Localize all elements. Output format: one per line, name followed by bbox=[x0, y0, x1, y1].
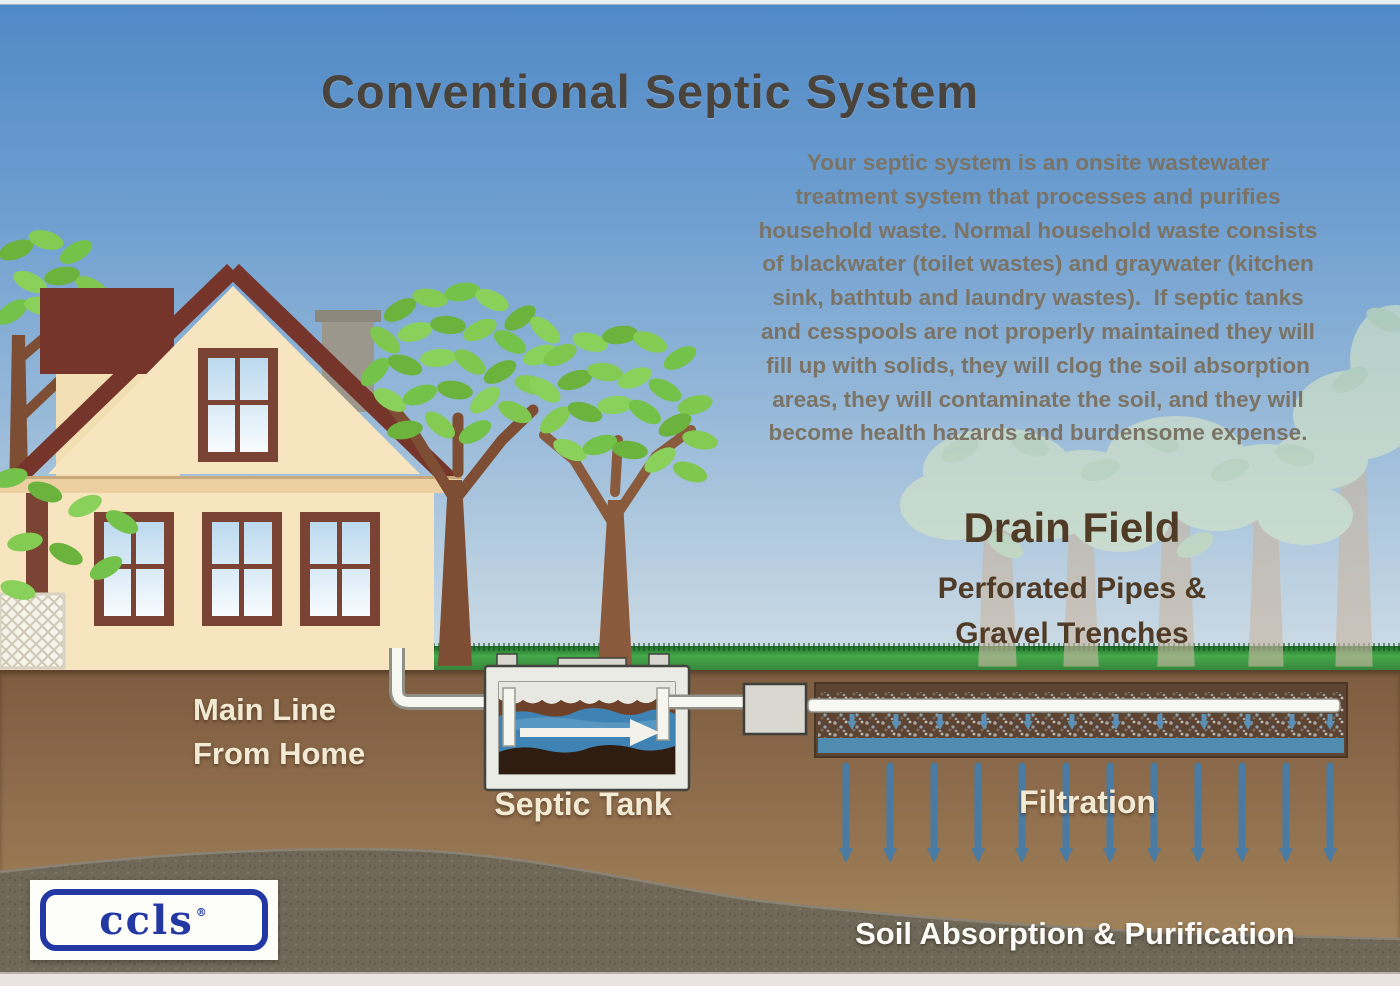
rear-wall bbox=[56, 374, 180, 492]
intro-paragraph: Your septic system is an onsite wastewat… bbox=[680, 146, 1396, 450]
drain-field-subline: Perforated Pipes & bbox=[937, 572, 1207, 605]
front-windows bbox=[94, 512, 380, 626]
drain-field-label: Drain Field bbox=[963, 504, 1181, 551]
eave-band bbox=[0, 476, 462, 493]
left-foreground-leaves bbox=[0, 464, 143, 604]
page-title: Conventional Septic System bbox=[320, 65, 980, 118]
roof-left-slope bbox=[14, 263, 239, 483]
roof-right-slope bbox=[227, 263, 458, 489]
porch-post bbox=[26, 493, 48, 605]
registered-mark: ® bbox=[195, 905, 209, 919]
soil-absorption-label: Soil Absorption & Purification bbox=[855, 916, 1295, 951]
septic-tank-label: Septic Tank bbox=[494, 786, 672, 822]
top-edge-strip bbox=[0, 0, 1400, 5]
ccls-logo-text: ccls bbox=[99, 896, 194, 944]
ccls-logo: ccls® bbox=[30, 880, 278, 960]
main-line-label: Main Line From Home bbox=[193, 688, 365, 776]
gable-wall bbox=[48, 286, 420, 474]
intro-line: household waste. Normal household waste … bbox=[758, 217, 1318, 243]
intro-line: Your septic system is an onsite wastewat… bbox=[806, 150, 1270, 175]
intro-line: fill up with solids, they will clog the … bbox=[766, 352, 1310, 378]
eave-shadow bbox=[0, 476, 462, 479]
filtration-label: Filtration bbox=[1019, 784, 1156, 820]
chimney-cap bbox=[315, 310, 381, 322]
intro-line: sink, bathtub and laundry wastes). If se… bbox=[772, 285, 1304, 311]
chimney bbox=[322, 322, 374, 412]
intro-line: areas, they will contaminate the soil, a… bbox=[772, 386, 1304, 412]
intro-line: and cesspools are not properly maintaine… bbox=[761, 318, 1315, 344]
intro-line: of blackwater (toilet wastes) and graywa… bbox=[762, 251, 1314, 277]
intro-line: become health hazards and burdensome exp… bbox=[768, 420, 1308, 446]
main-line-label-line: Main Line bbox=[193, 692, 336, 727]
house-illustration bbox=[0, 263, 462, 670]
rear-roof bbox=[40, 288, 174, 374]
tree-a bbox=[355, 280, 565, 666]
drain-field-sublabel: Perforated Pipes & Gravel Trenches bbox=[862, 566, 1282, 656]
gable-window bbox=[198, 348, 278, 462]
drain-field-subline: Gravel Trenches bbox=[955, 617, 1189, 650]
ccls-logo-frame: ccls® bbox=[40, 889, 268, 951]
intro-line: treatment system that processes and puri… bbox=[795, 183, 1281, 209]
main-line-label-line: From Home bbox=[193, 736, 366, 771]
